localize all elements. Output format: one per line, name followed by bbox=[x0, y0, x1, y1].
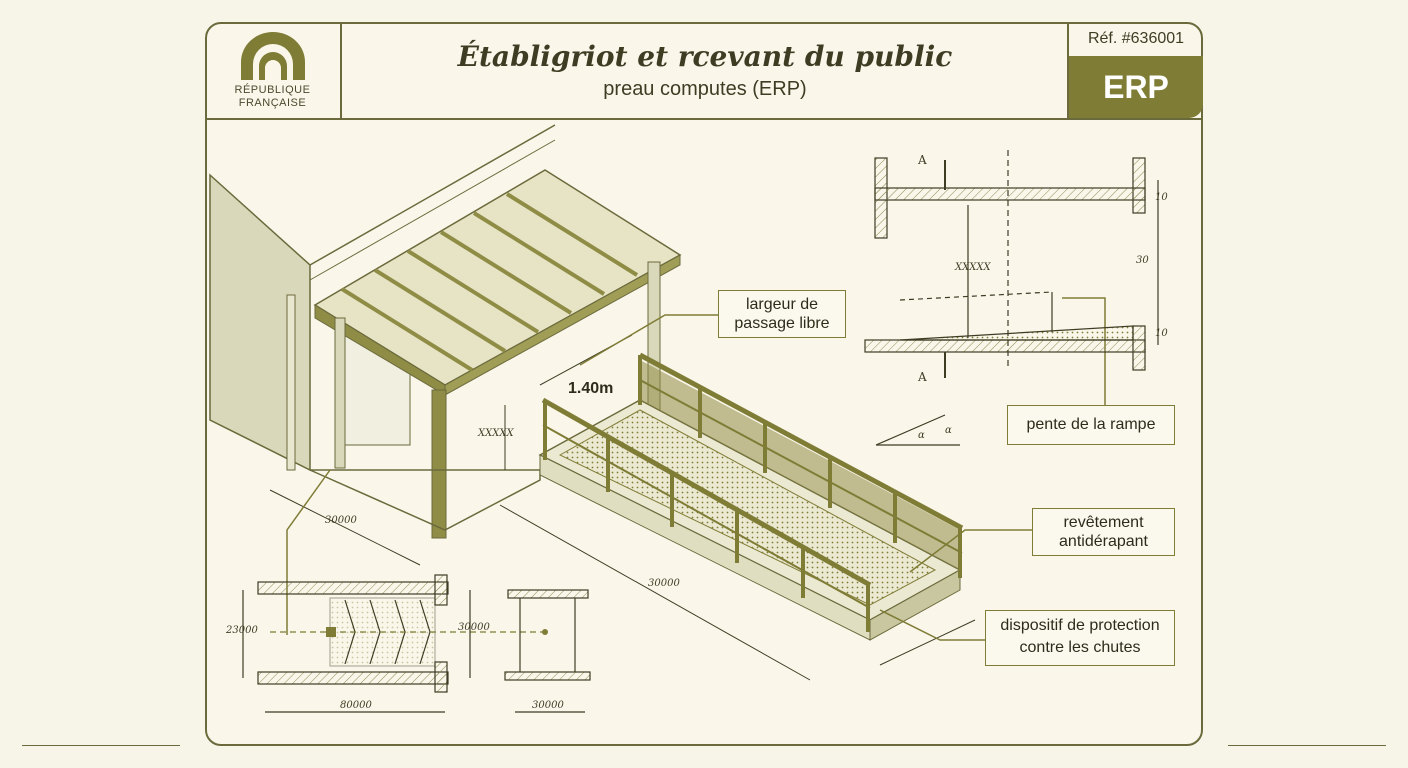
ramp-length-dimension: 30000 bbox=[648, 578, 680, 589]
angle-label-2: α bbox=[945, 425, 952, 436]
section-height-dimension: XXXXX bbox=[955, 262, 991, 273]
section-drawing bbox=[864, 150, 1159, 446]
reference-number: Réf. #636001 bbox=[1087, 30, 1185, 47]
logo-line-2: FRANÇAISE bbox=[238, 97, 307, 109]
reference-cell: Réf. #636001 ERP bbox=[1067, 22, 1203, 118]
section-top-dimension: 10 bbox=[1155, 192, 1168, 203]
republique-logo-icon bbox=[241, 32, 305, 80]
page-subtitle: preau computes (ERP) bbox=[603, 78, 807, 100]
callout-nonslip-coating: revêtement antidérapant bbox=[1032, 508, 1175, 556]
callout-ramp-slope: pente de la rampe bbox=[1007, 405, 1175, 445]
access-ramp bbox=[538, 352, 964, 641]
section-mid-dimension: 30 bbox=[1136, 255, 1149, 266]
logo-line-1: RÉPUBLIQUE bbox=[234, 84, 311, 96]
plan-drawing bbox=[242, 574, 591, 713]
callout-passage-width: largeur de passage libre bbox=[718, 290, 846, 338]
section-bottom-dimension: 30000 bbox=[532, 700, 564, 711]
left-baseline bbox=[22, 745, 180, 746]
logo-cell: RÉPUBLIQUE FRANÇAISE bbox=[205, 22, 342, 118]
plan-bottom-dimension: 80000 bbox=[340, 700, 372, 711]
section-mark-a-top: A bbox=[918, 153, 927, 167]
callout-fall-protection: dispositif de protection contre les chut… bbox=[985, 610, 1175, 666]
page-title: Établigriot et rcevant du public bbox=[457, 40, 953, 73]
iso-dimensions bbox=[269, 334, 976, 681]
plan-left-dimension: 23000 bbox=[226, 625, 258, 636]
right-baseline bbox=[1228, 745, 1386, 746]
angle-label: α bbox=[918, 430, 925, 441]
plan-right-dimension: 30000 bbox=[458, 622, 490, 633]
title-block: RÉPUBLIQUE FRANÇAISE Établigriot et rcev… bbox=[205, 22, 1203, 120]
canopy-roof bbox=[309, 169, 682, 539]
section-low-dimension: 10 bbox=[1155, 328, 1168, 339]
erp-badge: ERP bbox=[1069, 56, 1203, 118]
ramp-height-dimension: XXXXX bbox=[478, 428, 514, 439]
base-width-dimension: 30000 bbox=[325, 515, 357, 526]
callout-leaders bbox=[286, 297, 1106, 641]
section-mark-a-bottom: A bbox=[918, 370, 927, 384]
passage-width-dimension: 1.40m bbox=[568, 380, 614, 397]
